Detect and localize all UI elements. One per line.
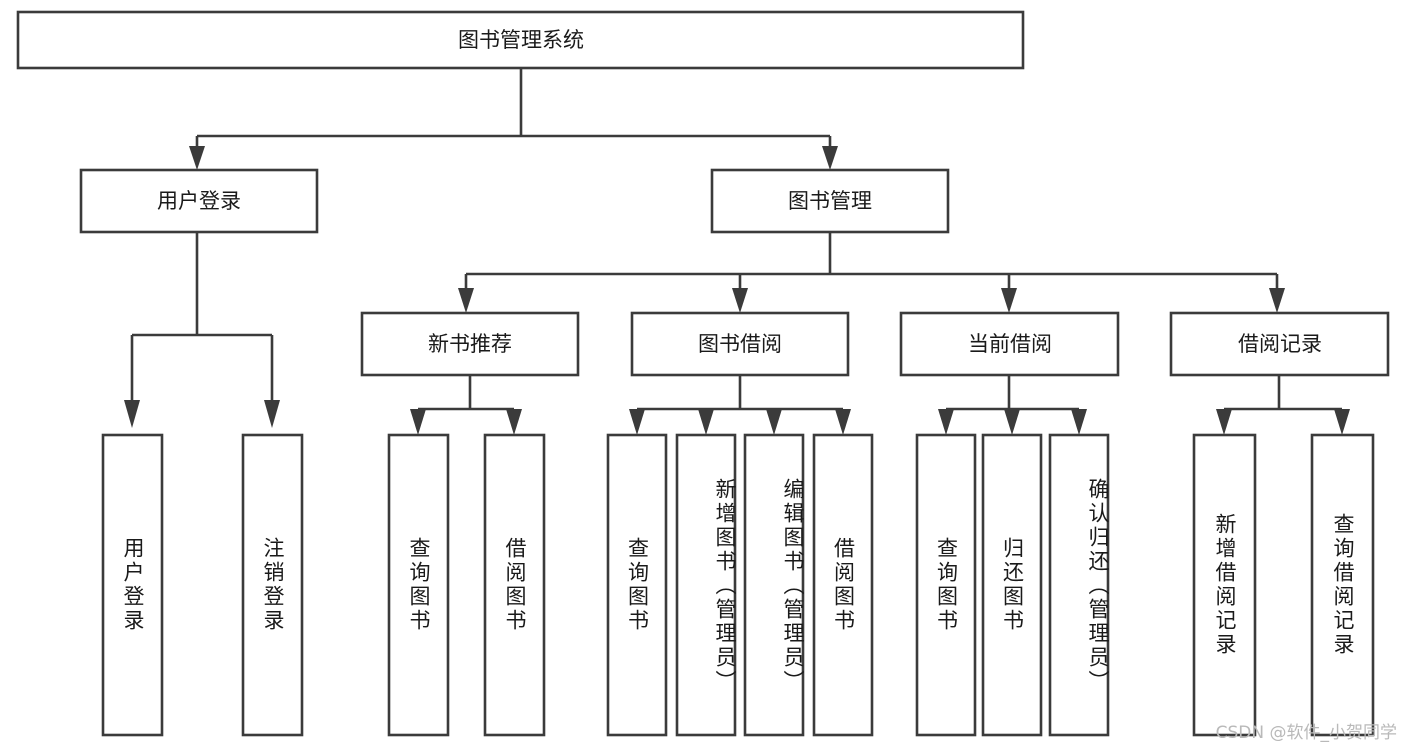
node-book-borrow-label: 图书借阅: [698, 332, 782, 356]
arrowhead-borrow-record: [1269, 288, 1285, 313]
node-book-borrow-box[interactable]: [630, 311, 850, 377]
arrowhead-leaf-add-book: [698, 409, 714, 435]
arrowhead-leaf-query-book-2: [629, 409, 645, 435]
connector-group-user-login: [124, 232, 280, 428]
arrowhead-leaf-query-book-3: [938, 409, 954, 435]
node-borrow-record[interactable]: 借阅记录: [1169, 311, 1390, 377]
arrowhead-leaf-query-book-1: [410, 409, 426, 435]
arrowhead-leaf-add-record: [1216, 409, 1232, 435]
arrowhead-current-borrow: [1001, 288, 1017, 313]
arrowhead-leaf-query-record: [1334, 409, 1350, 435]
arrowhead-leaf-borrow-book-1: [506, 409, 522, 435]
node-new-book-recommend-box[interactable]: [360, 311, 580, 377]
node-borrow-record-label: 借阅记录: [1238, 332, 1322, 356]
leaf-confirm-return-box[interactable]: [1048, 433, 1110, 737]
arrowhead-leaf-borrow-book-2: [835, 409, 851, 435]
leaf-user-logout-box[interactable]: [241, 433, 304, 737]
node-new-book-recommend[interactable]: 新书推荐: [360, 311, 580, 377]
node-root[interactable]: 图书管理系统: [16, 10, 1025, 70]
node-book-borrow[interactable]: 图书借阅: [630, 311, 850, 377]
node-borrow-record-box[interactable]: [1169, 311, 1390, 377]
leaf-query-book-2-box[interactable]: [606, 433, 668, 737]
node-new-book-recommend-label: 新书推荐: [428, 332, 512, 356]
leaf-borrow-book-1-box[interactable]: [483, 433, 546, 737]
arrowhead-new-book-recommend: [458, 288, 474, 313]
connector-group-new-book-recommend: [410, 375, 522, 435]
arrowhead-leaf-user-login: [124, 400, 140, 428]
node-user-login-label: 用户登录: [157, 189, 241, 213]
arrowhead-leaf-edit-book: [766, 409, 782, 435]
node-current-borrow-box[interactable]: [899, 311, 1120, 377]
leaf-query-record-box[interactable]: [1310, 433, 1375, 737]
node-book-manage[interactable]: 图书管理: [710, 168, 950, 234]
leaf-query-book-1-box[interactable]: [387, 433, 450, 737]
node-current-borrow[interactable]: 当前借阅: [899, 311, 1120, 377]
connector-group-book-manage: [458, 232, 1285, 313]
node-root-label: 图书管理系统: [458, 28, 584, 52]
node-book-manage-box[interactable]: [710, 168, 950, 234]
connector-group-borrow-record: [1216, 375, 1350, 435]
connector-group-root: [189, 68, 838, 170]
node-root-box[interactable]: [16, 10, 1025, 70]
node-user-login-box[interactable]: [79, 168, 319, 234]
arrowhead-book-manage: [822, 146, 838, 170]
node-user-login[interactable]: 用户登录: [79, 168, 319, 234]
connector-group-book-borrow: [629, 375, 851, 435]
leaf-add-record-box[interactable]: [1192, 433, 1257, 737]
arrowhead-user-login: [189, 146, 205, 170]
arrowhead-leaf-confirm-return: [1071, 409, 1087, 435]
arrowhead-leaf-user-logout: [264, 400, 280, 428]
leaf-return-book-box[interactable]: [981, 433, 1043, 737]
node-current-borrow-label: 当前借阅: [968, 332, 1052, 356]
arrowhead-book-borrow: [732, 288, 748, 313]
leaf-add-book-box[interactable]: [675, 433, 737, 737]
node-book-manage-label: 图书管理: [788, 189, 872, 213]
leaf-user-login-box[interactable]: [101, 433, 164, 737]
csdn-watermark: CSDN @软件_小贺同学: [1215, 723, 1397, 743]
leaf-query-book-3-box[interactable]: [915, 433, 977, 737]
leaf-edit-book-box[interactable]: [743, 433, 805, 737]
arrowhead-leaf-return-book: [1004, 409, 1020, 435]
connector-group-current-borrow: [938, 375, 1087, 435]
leaf-borrow-book-2-box[interactable]: [812, 433, 874, 737]
